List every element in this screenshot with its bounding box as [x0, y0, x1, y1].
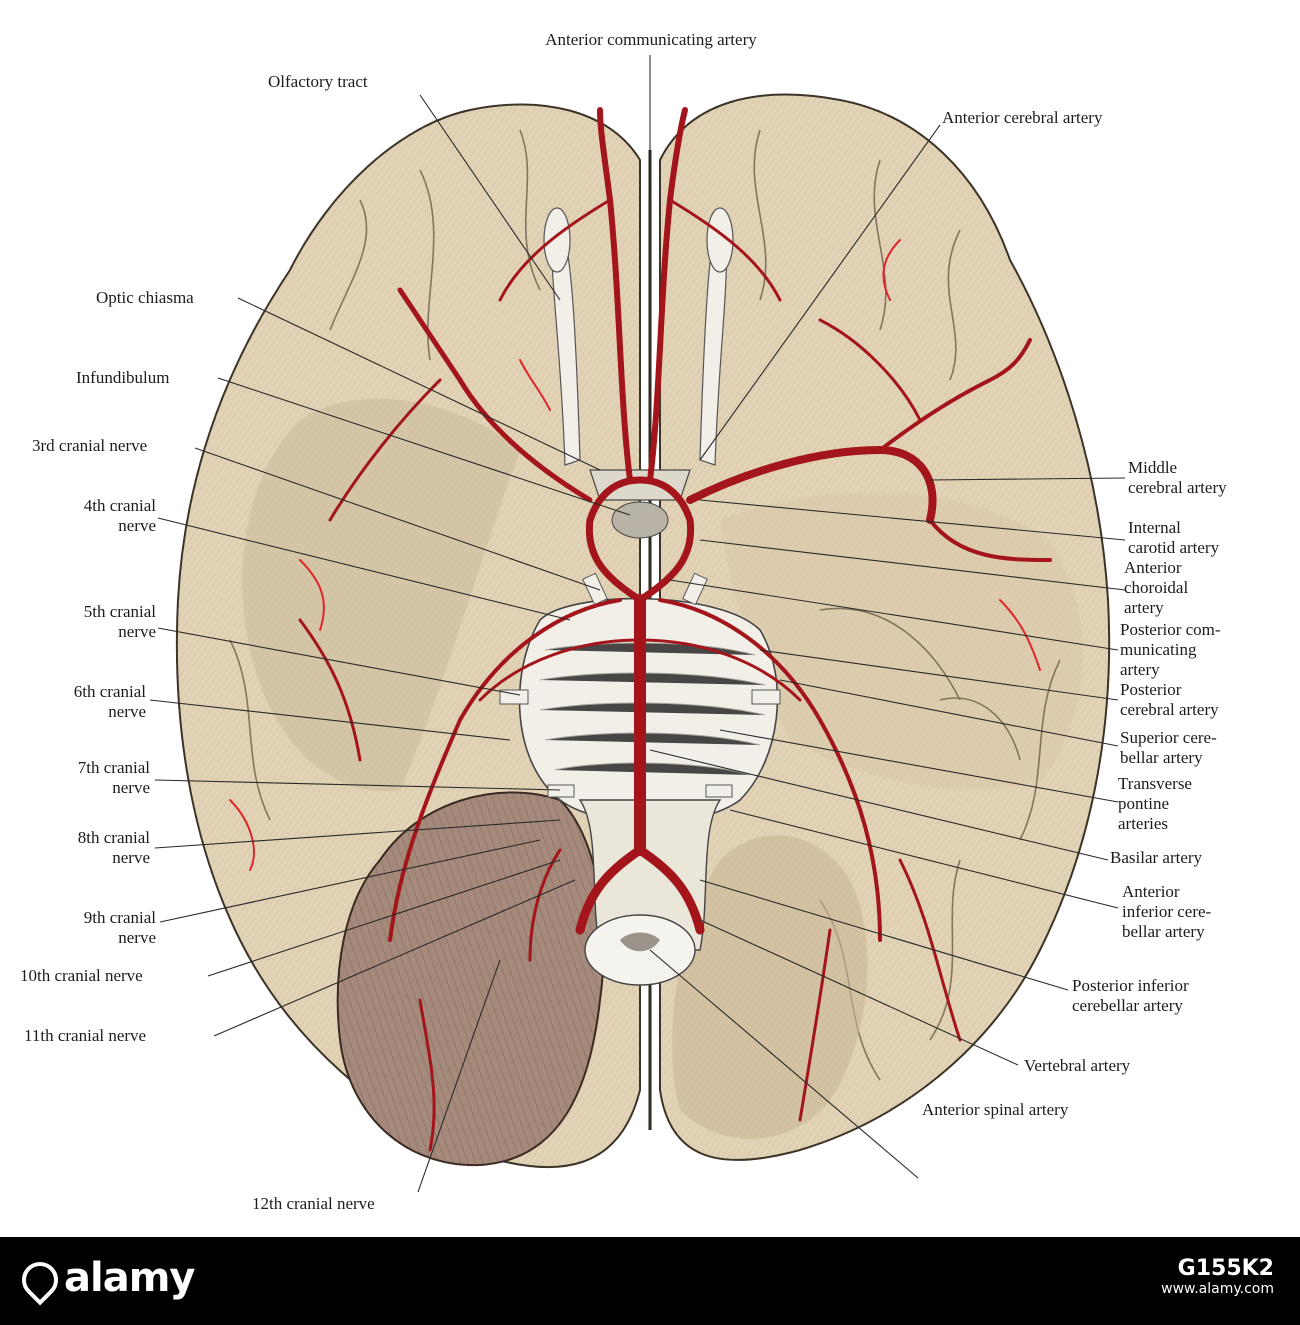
image-meta: G155K2 www.alamy.com: [1161, 1256, 1274, 1299]
vertebral-artery-left: [575, 845, 645, 935]
middle-cerebral-artery-left: [397, 287, 593, 503]
label-10th-cranial-nerve: 10th cranial nerve: [20, 966, 143, 985]
anterior-cerebral-artery-right: [647, 107, 688, 483]
brand-logo: alamy: [14, 1254, 195, 1306]
label-basilar-artery: Basilar artery: [1110, 848, 1203, 867]
vertebral-artery-right: [635, 845, 705, 935]
posterior-cerebral-artery-left: [388, 598, 622, 942]
source-url: www.alamy.com: [1161, 1281, 1274, 1297]
label-infundibulum: Infundibulum: [76, 368, 170, 387]
infundibulum: [611, 501, 669, 539]
label-vertebral-artery: Vertebral artery: [1024, 1056, 1131, 1075]
label-3rd-cranial-nerve: 3rd cranial nerve: [32, 436, 148, 455]
label-anterior-communicating-artery: Anterior communicating artery: [545, 30, 757, 49]
label-anterior-cerebral-artery: Anterior cerebral artery: [942, 108, 1103, 127]
label-superior-cerebellar-artery: Superior cere-bellar artery: [1120, 728, 1217, 767]
middle-cerebral-artery-right: [686, 446, 937, 524]
label-optic-chiasma: Optic chiasma: [96, 288, 194, 307]
label-anterior-spinal-artery: Anterior spinal artery: [922, 1100, 1069, 1119]
brain-illustration: [149, 55, 1126, 1193]
posterior-cerebral-artery-right: [658, 598, 882, 942]
label-olfactory-tract: Olfactory tract: [268, 72, 368, 91]
label-12th-cranial-nerve: 12th cranial nerve: [252, 1194, 375, 1213]
watermark-footer: alamy G155K2 www.alamy.com: [0, 1237, 1300, 1325]
medulla: [578, 799, 722, 951]
anterior-cerebral-artery-left: [597, 107, 633, 483]
leader-lines: [149, 55, 1126, 1193]
brand-mark-icon: [14, 1254, 66, 1306]
brain-diagram: Anterior communicating artery Olfactory …: [20, 30, 1227, 1213]
label-11th-cranial-nerve: 11th cranial nerve: [24, 1026, 147, 1045]
image-id: G155K2: [1177, 1256, 1274, 1281]
